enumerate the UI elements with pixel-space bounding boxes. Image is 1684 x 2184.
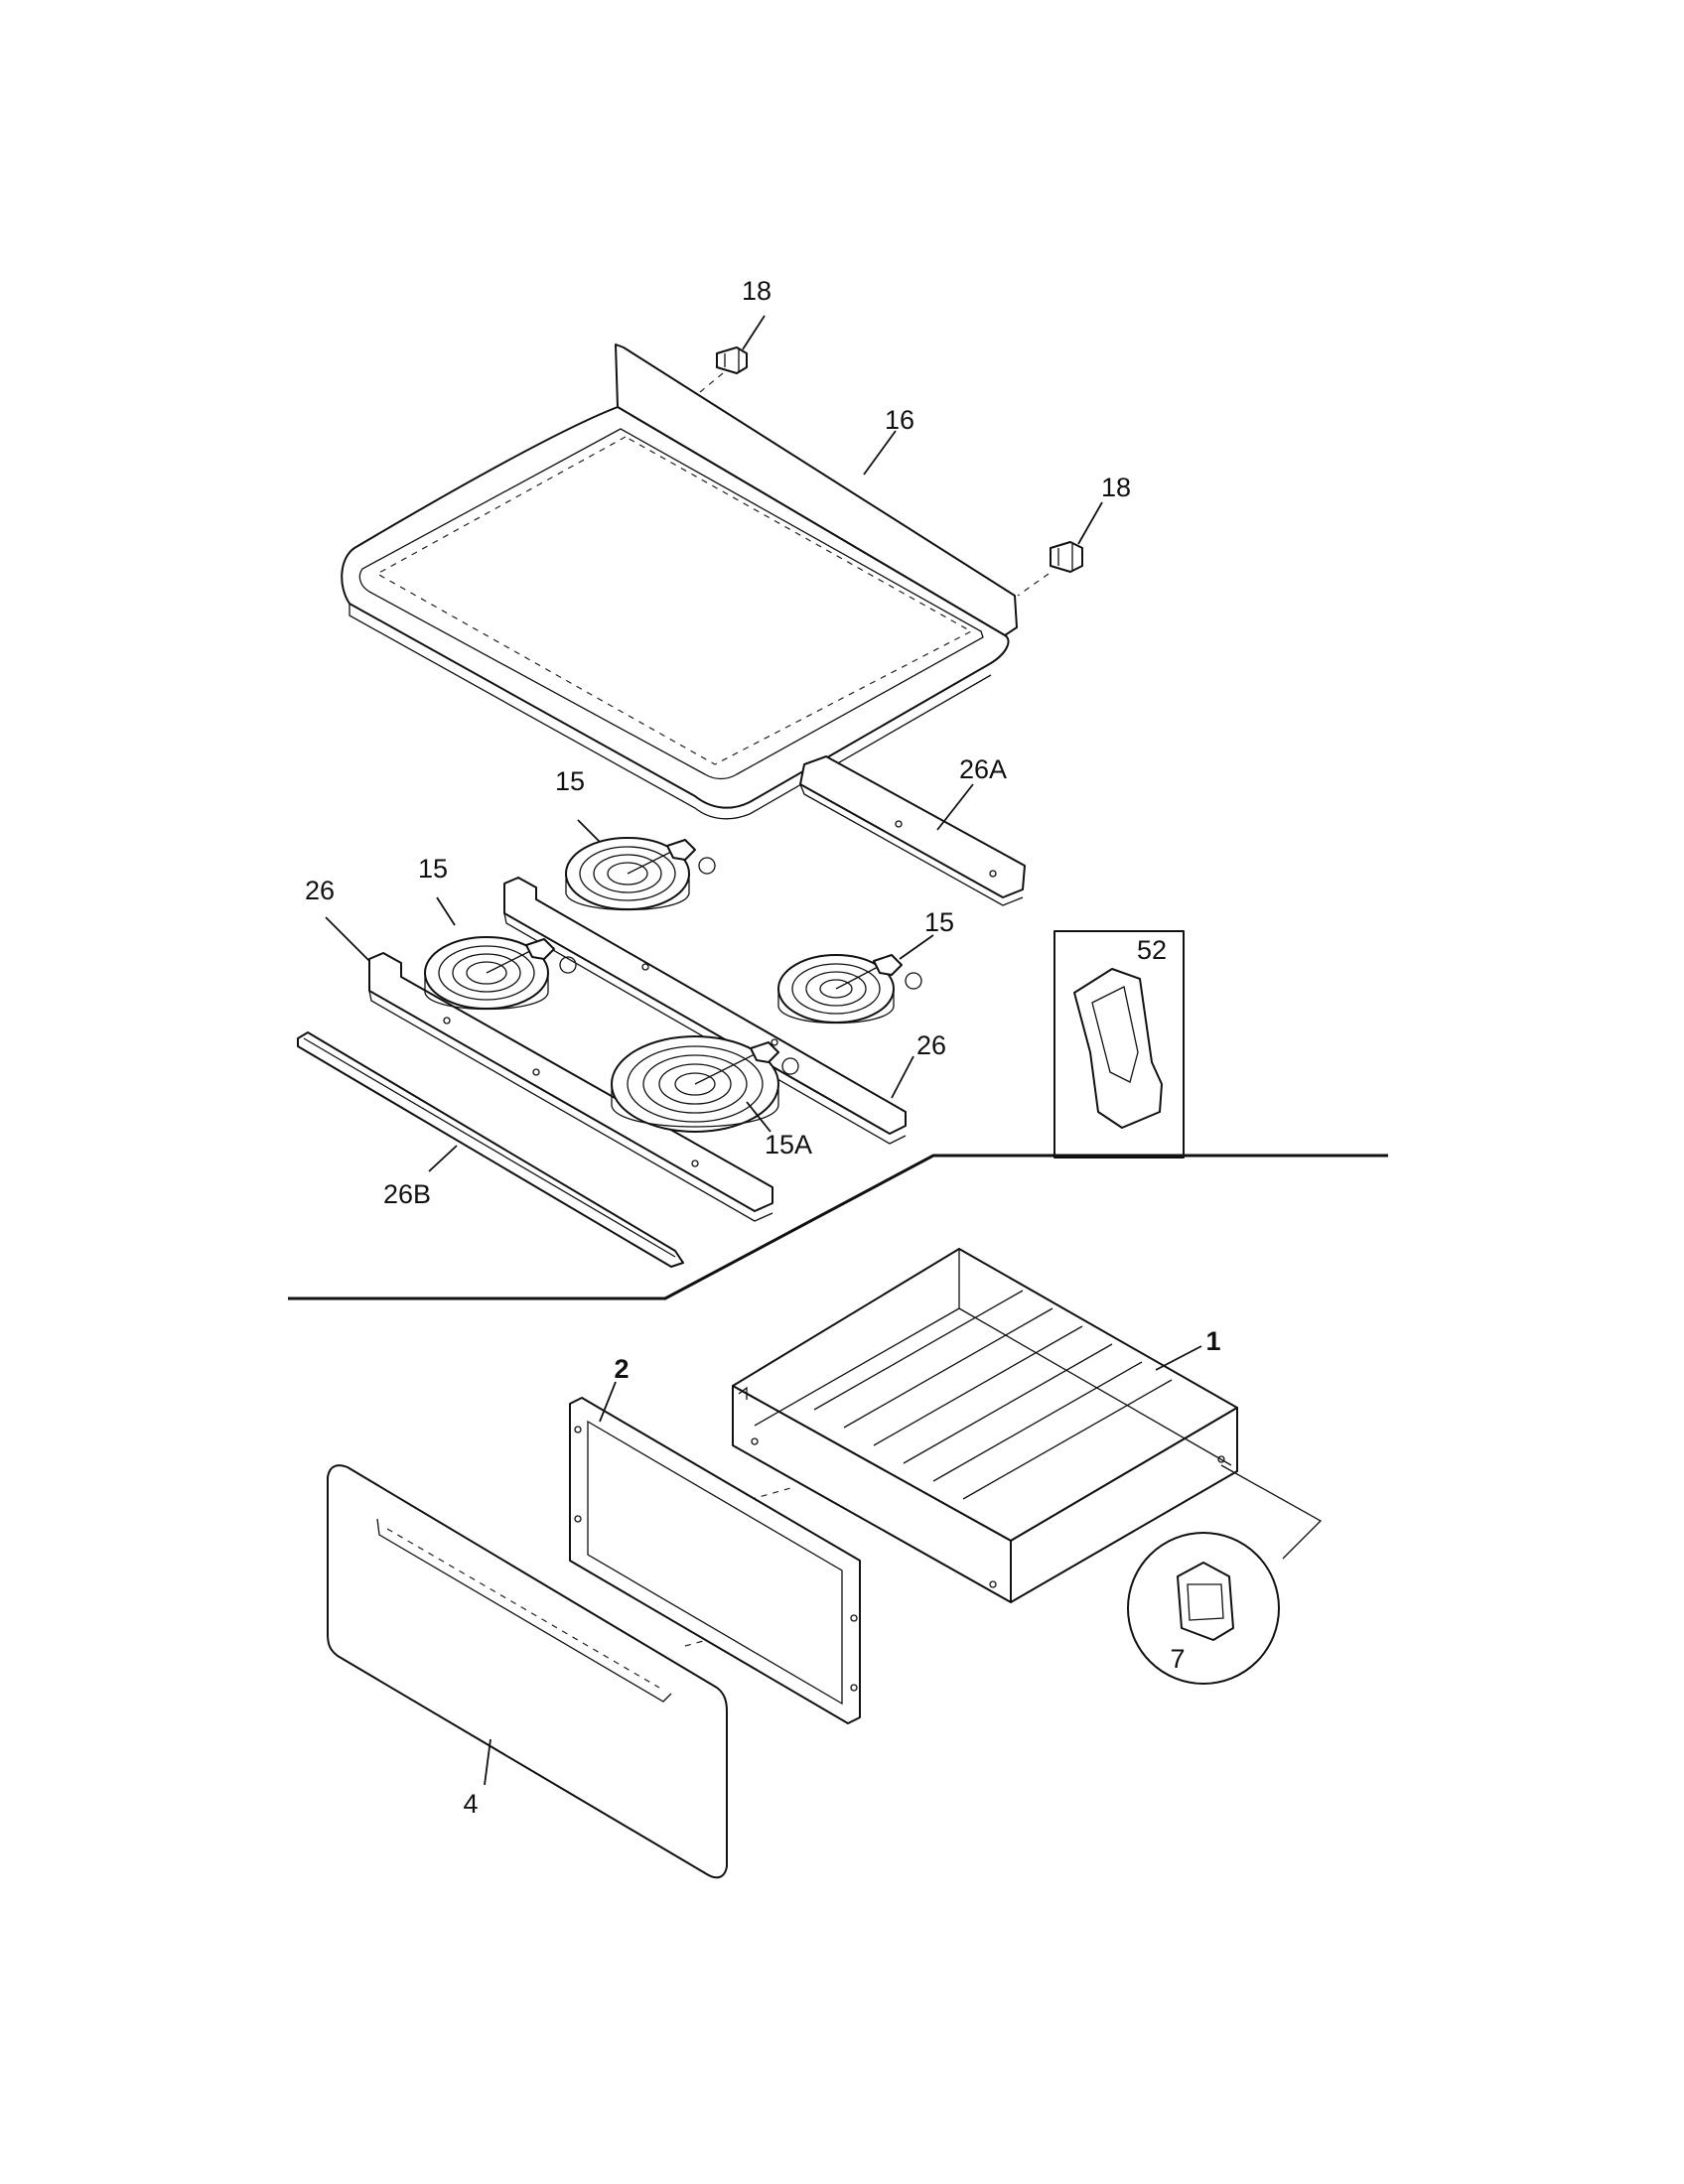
label-part-15-right: 15 [924, 907, 954, 937]
element-part-15a [611, 1035, 799, 1133]
label-part-15-left: 15 [418, 854, 448, 884]
label-part-1: 1 [1205, 1326, 1220, 1356]
element-part-15-top [565, 837, 716, 911]
bracket-part-26-rear [503, 877, 907, 1145]
bracket-part-26-front [368, 952, 773, 1222]
frame-part-2 [569, 1397, 861, 1724]
label-part-18-right: 18 [1101, 473, 1131, 502]
element-part-15-right [777, 954, 922, 1024]
label-part-2: 2 [614, 1354, 629, 1384]
bracket-part-26a [799, 755, 1026, 906]
part-52-box [1053, 930, 1185, 1159]
strip-part-26b [297, 1031, 684, 1268]
cooktop-part-16 [341, 343, 1018, 820]
part-labels: 18 16 18 26A 15 15 26 15 52 26 15A 26B 1… [305, 276, 1221, 1819]
clip-part-18-right [1017, 541, 1083, 597]
label-part-26b: 26B [383, 1179, 431, 1209]
section-divider [288, 1154, 1388, 1300]
element-part-15-left [424, 936, 577, 1011]
label-part-52: 52 [1137, 935, 1167, 965]
clip-part-18-top [699, 346, 748, 393]
label-part-16: 16 [885, 405, 914, 435]
label-part-26a: 26A [959, 754, 1007, 784]
label-part-15a: 15A [765, 1130, 812, 1160]
label-part-18-top: 18 [742, 276, 772, 306]
drawer-body-part-1 [732, 1248, 1238, 1603]
label-part-26-right: 26 [916, 1030, 946, 1060]
label-part-26-left: 26 [305, 876, 335, 905]
label-part-4: 4 [463, 1789, 478, 1819]
part-7-detail-circle [1127, 1464, 1323, 1685]
label-part-7: 7 [1170, 1644, 1185, 1674]
label-part-15-top: 15 [555, 766, 585, 796]
leader-lines [325, 315, 1202, 1786]
drawer-front-part-4 [327, 1464, 728, 1879]
